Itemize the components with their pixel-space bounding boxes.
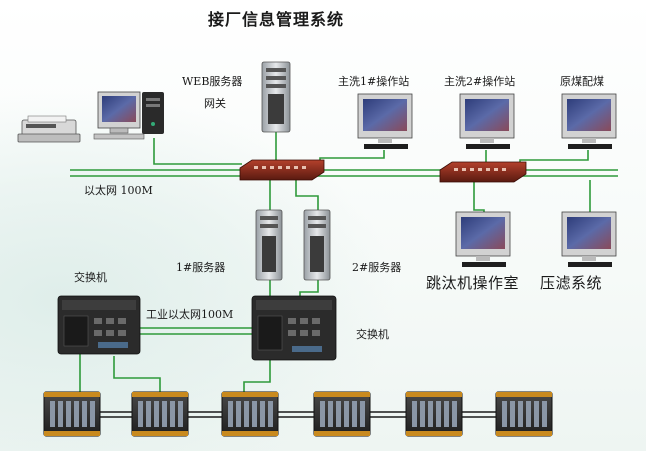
industrial-ethernet-label: 工业以太网100M: [146, 308, 234, 321]
jig-station-monitor-icon: [455, 211, 511, 267]
server-1-icon: [255, 209, 283, 281]
workstation-1-label: 主洗1#操作站: [338, 75, 410, 88]
server-1-label: 1#服务器: [176, 261, 226, 274]
server-2-icon: [303, 209, 331, 281]
link-jig-station: [473, 178, 485, 216]
core-switch-icon: [239, 159, 325, 181]
industrial-switch-right-icon: [251, 295, 337, 361]
diagram-title: 接厂信息管理系统: [208, 10, 345, 29]
io-rack-3-icon: [221, 391, 279, 437]
switch-left-label: 交换机: [74, 271, 107, 284]
workstation-3-monitor-icon: [561, 93, 617, 149]
workstation-3-label: 原煤配煤: [560, 75, 604, 88]
field-bus: [100, 411, 496, 418]
io-rack-2-icon: [131, 391, 189, 437]
ethernet-label: 以太网 100M: [84, 184, 153, 197]
link-switch-right-rack3: [243, 360, 271, 392]
link-ws1: [319, 150, 385, 166]
gateway-label: 网关: [204, 97, 226, 110]
filter-system-label: 压滤系统: [540, 274, 603, 292]
switch-right-label: 交换机: [356, 328, 389, 341]
link-ws3: [519, 150, 589, 168]
web-server-label: WEB服务器: [182, 75, 243, 88]
workstation-2-monitor-icon: [459, 93, 515, 149]
workstation-1-monitor-icon: [357, 93, 413, 149]
jig-station-label: 跳汰机操作室: [426, 274, 520, 292]
link-printer-pc: [153, 138, 242, 165]
link-switch-left-rack2: [113, 356, 161, 392]
io-rack-4-icon: [313, 391, 371, 437]
io-rack-5-icon: [405, 391, 463, 437]
network-links: [70, 130, 618, 392]
station-switch-icon: [439, 161, 527, 183]
industrial-switch-left-icon: [57, 295, 141, 355]
io-rack-1-icon: [43, 391, 101, 437]
printer-icon: [17, 115, 81, 143]
filter-system-monitor-icon: [561, 211, 617, 267]
link-server2: [295, 178, 319, 212]
admin-pc-icon: [93, 91, 164, 140]
workstation-2-label: 主洗2#操作站: [444, 75, 516, 88]
io-rack-6-icon: [495, 391, 553, 437]
web-server-icon: [261, 61, 291, 133]
server-2-label: 2#服务器: [352, 261, 402, 274]
